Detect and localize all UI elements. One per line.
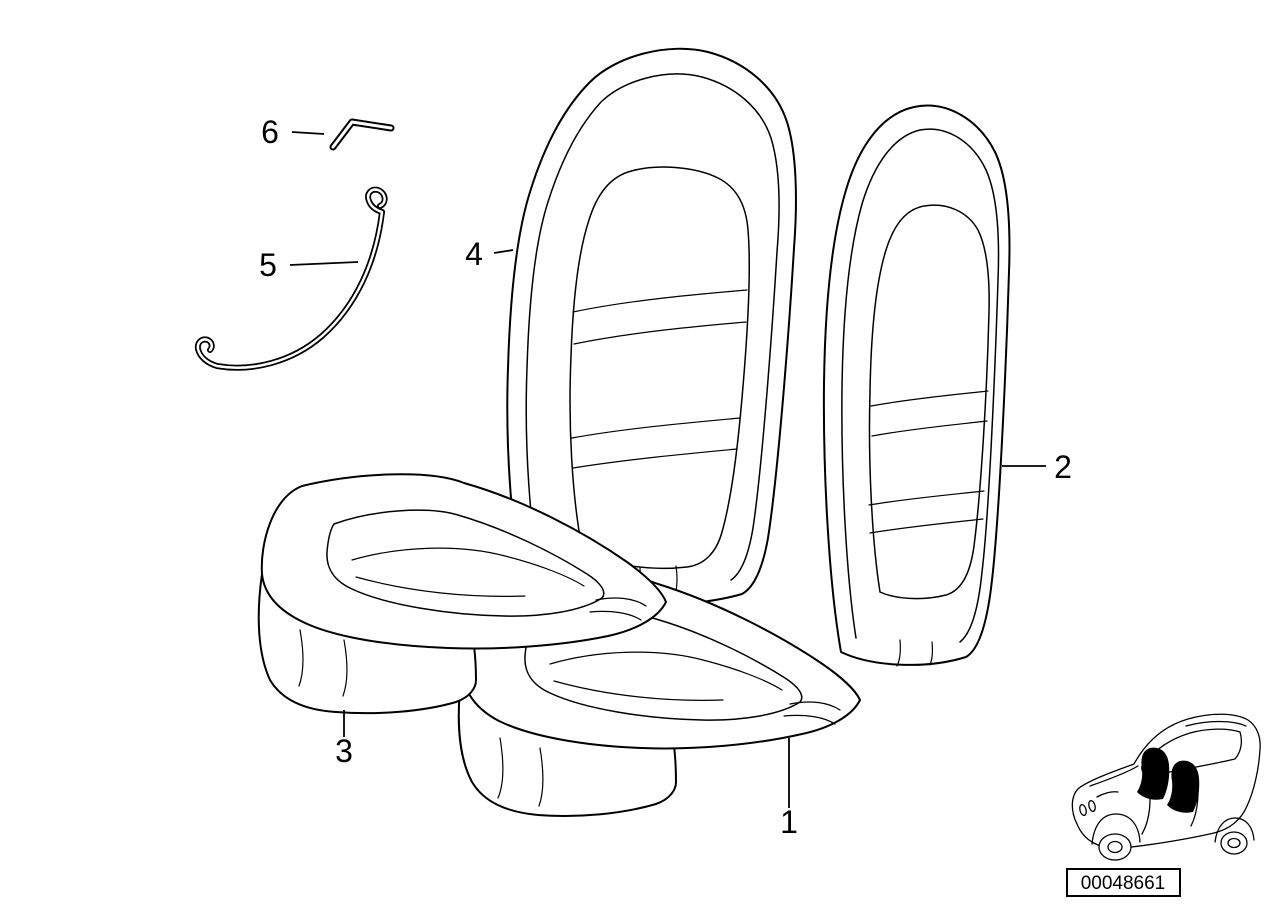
car-wheel-arch-rear [1214,817,1255,843]
pleat-line [342,639,348,697]
panel-line [351,547,585,587]
backrest-left-panel [569,166,750,570]
lip-line [789,701,841,711]
pleat-line [929,641,933,666]
callout-1-label[interactable]: 1 [780,804,798,840]
backrest-left-seam [525,73,780,583]
callouts: 1 2 3 4 5 6 [259,114,1072,840]
panel-line [355,576,526,597]
lip-line [783,714,836,725]
seat-backrest-right [822,104,1011,667]
callout-1: 1 [780,738,798,840]
part-number-text: 00048661 [1081,873,1166,894]
callout-4: 4 [465,236,514,272]
panel-line [870,390,989,407]
panel-line [553,680,724,701]
clip-part [329,118,395,151]
wire-rod-part [194,186,388,371]
car-wheel-rear [1220,831,1248,855]
callout-4-label[interactable]: 4 [465,236,483,272]
lip-line [595,597,647,607]
car-seat-marker-left [1137,747,1170,800]
panel-line [572,448,738,469]
part-number-frame [1066,868,1181,897]
clip-inner [331,120,393,149]
pleat-line [538,747,544,807]
backrest-right-panel [868,204,990,600]
wire-rod-outer [194,186,388,371]
car-hood-line [1089,765,1139,787]
pleat-line [298,629,304,687]
pleat-line [497,737,504,799]
backrest-right-outline [822,104,1011,666]
backrest-right-seam [841,128,1000,643]
car-grille-kidney [1088,799,1096,813]
panel-line [871,420,988,437]
panel-line [573,321,747,345]
panel-line [571,417,741,439]
callout-5-leader [289,261,359,266]
cushion-rear-rim [260,473,667,650]
panel-line [549,651,783,691]
lip-line [589,610,642,621]
callout-2: 2 [1002,449,1072,485]
callout-5-label[interactable]: 5 [259,247,277,283]
cushion-rear-panel [326,509,605,617]
car-location-icon [1071,713,1261,861]
wire-rod-inner [196,188,386,369]
car-wheel-arch-front [1091,813,1141,845]
panel-line [869,518,984,534]
callout-2-label[interactable]: 2 [1054,449,1072,485]
cushion-front-panel [524,613,803,721]
callout-6-label[interactable]: 6 [261,114,279,150]
car-roof-line [1185,720,1247,727]
callout-6-leader [291,131,325,135]
panel-line [868,490,985,506]
callout-3: 3 [335,710,353,769]
panel-line [572,289,748,313]
car-headlight [1096,791,1119,798]
car-wheel-front-hub [1107,840,1123,854]
callout-4-leader [493,249,514,254]
car-grille-kidney [1079,803,1087,817]
seat-backrest-left [506,47,797,607]
pleat-line [896,639,901,667]
car-wheel-rear-hub [1227,837,1241,849]
callout-6: 6 [261,114,325,150]
callout-5: 5 [259,247,359,283]
callout-3-label[interactable]: 3 [335,733,353,769]
car-wheel-front [1098,833,1132,861]
car-seat-marker-right [1167,760,1200,813]
part-number-box: 00048661 [1066,868,1181,897]
seat-cushion-rear [257,473,667,715]
